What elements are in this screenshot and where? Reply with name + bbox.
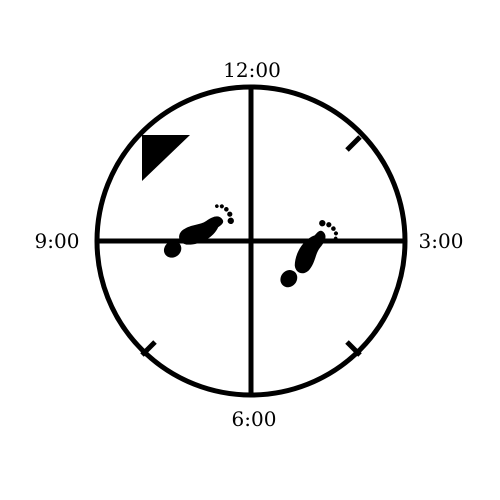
tick-mark-7-30 [140, 340, 157, 357]
footprint-icon [163, 204, 234, 258]
footprint-icon [280, 219, 338, 288]
label-6: 6:00 [232, 407, 277, 431]
triangle-arrow-icon [142, 135, 190, 181]
label-12: 12:00 [223, 58, 281, 82]
tick-mark-1-30 [345, 135, 362, 152]
label-9: 9:00 [35, 229, 80, 253]
tick-mark-4-30 [345, 340, 362, 357]
label-3: 3:00 [419, 229, 464, 253]
